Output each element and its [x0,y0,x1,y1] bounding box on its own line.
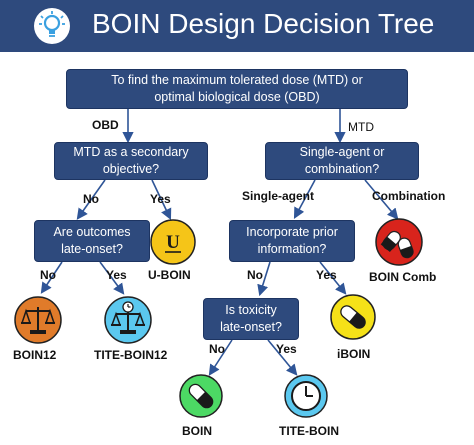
method-tite-boin12: TITE-BOIN12 [94,348,168,362]
edge-label-yes-4: Yes [276,342,297,356]
toxicity-late-onset-line-1: Is toxicity [225,303,277,317]
edge-mtd-secondary-no [76,179,106,220]
two-pills-icon [375,218,423,266]
edge-tox-no [208,339,233,376]
method-boin12: BOIN12 [13,348,57,362]
edge-label-yes-1: Yes [150,192,171,206]
root-question-node: To find the maximum tolerated dose (MTD)… [66,69,408,109]
balance-scale-icon [14,296,62,344]
edge-combo-combination [364,179,399,220]
edge-label-no-1: No [83,192,99,206]
method-boin: BOIN [182,424,212,438]
outcomes-late-onset-line-2: late-onset? [61,242,123,256]
edge-label-no-4: No [209,342,225,356]
single-or-combination-line-2: combination? [304,162,380,176]
root-question-line-1: To find the maximum tolerated dose (MTD)… [111,73,363,87]
u-letter-glyph: U [166,232,180,253]
timed-balance-scale-icon [104,296,152,344]
edge-label-mtd: MTD [348,120,374,134]
edge-label-combination: Combination [372,189,446,203]
u-letter-icon: U [150,219,196,265]
edge-prior-yes [319,261,347,295]
edge-label-obd: OBD [92,118,119,132]
edge-label-no-2: No [40,268,56,282]
edge-combo-single [293,179,316,219]
edge-label-yes-3: Yes [316,268,337,282]
toxicity-late-onset-line-2: late-onset? [220,320,282,334]
edge-late-yes [99,261,125,295]
root-question-line-2: optimal biological dose (OBD) [154,90,320,104]
edge-label-yes-2: Yes [106,268,127,282]
pill-icon [330,294,376,340]
edge-tox-yes [267,339,298,376]
toxicity-late-onset-node: Is toxicity late-onset? [203,298,299,340]
lightbulb-icon [34,8,70,44]
clock-icon [284,374,328,418]
mtd-secondary-line-1: MTD as a secondary [73,145,189,159]
method-iboin: iBOIN [337,347,371,361]
prior-information-line-1: Incorporate prior [246,225,338,239]
edge-label-single-agent: Single-agent [242,189,315,203]
edge-prior-no [257,261,271,297]
outcomes-late-onset-node: Are outcomes late-onset? [34,220,150,262]
method-tite-boin: TITE-BOIN [279,424,339,438]
page-title: BOIN Design Decision Tree [92,8,435,39]
edge-mtd-secondary-yes [151,179,172,221]
mtd-secondary-node: MTD as a secondary objective? [54,142,208,180]
single-or-combination-node: Single-agent or combination? [265,142,419,180]
single-or-combination-line-1: Single-agent or [299,145,385,159]
prior-information-node: Incorporate prior information? [229,220,355,262]
edge-label-no-3: No [247,268,263,282]
outcomes-late-onset-line-1: Are outcomes [53,225,131,239]
method-boin-comb: BOIN Comb [369,270,437,284]
prior-information-line-2: information? [257,242,327,256]
method-u-boin: U-BOIN [148,268,191,282]
title-bar: BOIN Design Decision Tree [0,0,474,52]
capsule-icon [179,374,223,418]
mtd-secondary-line-2: objective? [102,162,160,176]
edge-late-no [40,261,63,294]
